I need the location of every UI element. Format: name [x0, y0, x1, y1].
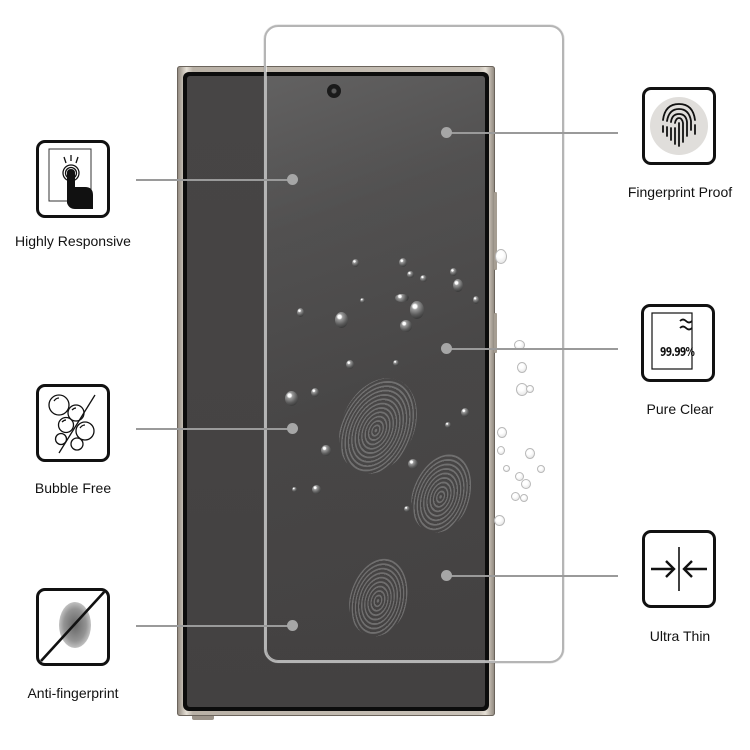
- phone-screen: [187, 76, 485, 707]
- water-droplet: [497, 427, 507, 438]
- water-droplet: [400, 320, 412, 332]
- water-droplet: [311, 388, 319, 397]
- thin-arrows-icon: [651, 547, 707, 591]
- callout-line-bubble-free: [136, 428, 293, 430]
- water-droplet: [453, 279, 463, 292]
- touch-finger-icon: [48, 148, 93, 209]
- water-droplet: [407, 271, 414, 278]
- water-droplet: [495, 249, 507, 264]
- callout-dot: [287, 423, 298, 434]
- water-droplet: [521, 479, 531, 489]
- water-droplet: [335, 312, 348, 328]
- water-droplet: [410, 301, 424, 319]
- fingerprint-icon: [650, 97, 708, 155]
- callout-line-pure-clear: [446, 348, 618, 350]
- callout-dot: [287, 620, 298, 631]
- bottom-port: [192, 716, 214, 720]
- water-droplet: [515, 472, 524, 481]
- water-droplet: [321, 445, 331, 456]
- water-droplet: [537, 465, 545, 473]
- water-droplet: [445, 422, 451, 428]
- water-droplet: [285, 391, 298, 406]
- water-droplet: [517, 362, 527, 373]
- screen-protector-glass: [264, 25, 564, 663]
- bubbles-crossed-icon: [48, 394, 96, 454]
- water-droplet: [503, 465, 510, 472]
- water-droplet: [352, 259, 359, 267]
- water-droplet: [408, 459, 418, 469]
- callout-dot: [287, 174, 298, 185]
- water-droplet: [292, 487, 297, 492]
- screen-reflection: [267, 76, 485, 636]
- anti-fingerprint-icon-box: [36, 588, 110, 666]
- water-droplet: [404, 506, 410, 512]
- water-droplet: [526, 385, 534, 393]
- water-droplet: [450, 268, 457, 276]
- water-droplet: [520, 494, 528, 502]
- water-droplet: [497, 446, 505, 455]
- volume-button: [494, 192, 497, 270]
- front-camera: [327, 84, 341, 98]
- bubble-free-icon-box: [36, 384, 110, 462]
- power-button: [494, 313, 497, 353]
- fingerprint-crossed-icon: [40, 591, 106, 662]
- water-droplet: [399, 258, 407, 267]
- water-droplet: [494, 515, 505, 526]
- ultra-thin-icon-box: [642, 530, 716, 608]
- water-droplet: [461, 408, 469, 417]
- water-droplet: [393, 360, 399, 366]
- highly-responsive-icon-box: [36, 140, 110, 218]
- water-droplet: [360, 298, 365, 303]
- water-droplet: [297, 308, 304, 317]
- clarity-icon: [651, 312, 693, 370]
- callout-dot: [441, 127, 452, 138]
- water-droplet: [312, 485, 321, 494]
- callout-dot: [441, 343, 452, 354]
- callout-line-ultra-thin: [446, 575, 618, 577]
- callout-line-highly-responsive: [136, 179, 293, 181]
- pure-clear-icon-box: [641, 304, 715, 382]
- fingerprint-proof-label: Fingerprint Proof: [627, 184, 733, 200]
- ultra-thin-label: Ultra Thin: [649, 628, 711, 644]
- bubble-free-label: Bubble Free: [34, 480, 112, 496]
- water-droplet: [395, 294, 409, 302]
- pure-clear-label: Pure Clear: [646, 401, 714, 417]
- callout-line-anti-fingerprint: [136, 625, 293, 627]
- water-droplet: [511, 492, 520, 501]
- pure-clear-value: 99.99%: [660, 345, 695, 359]
- highly-responsive-label: Highly Responsive: [15, 233, 131, 249]
- water-droplet: [473, 296, 479, 304]
- water-droplet: [346, 360, 354, 369]
- fingerprint-proof-icon-box: [642, 87, 716, 165]
- callout-line-fingerprint-proof: [446, 132, 618, 134]
- anti-fingerprint-label: Anti-fingerprint: [27, 685, 119, 701]
- water-droplet: [420, 275, 427, 282]
- callout-dot: [441, 570, 452, 581]
- water-droplet: [525, 448, 535, 459]
